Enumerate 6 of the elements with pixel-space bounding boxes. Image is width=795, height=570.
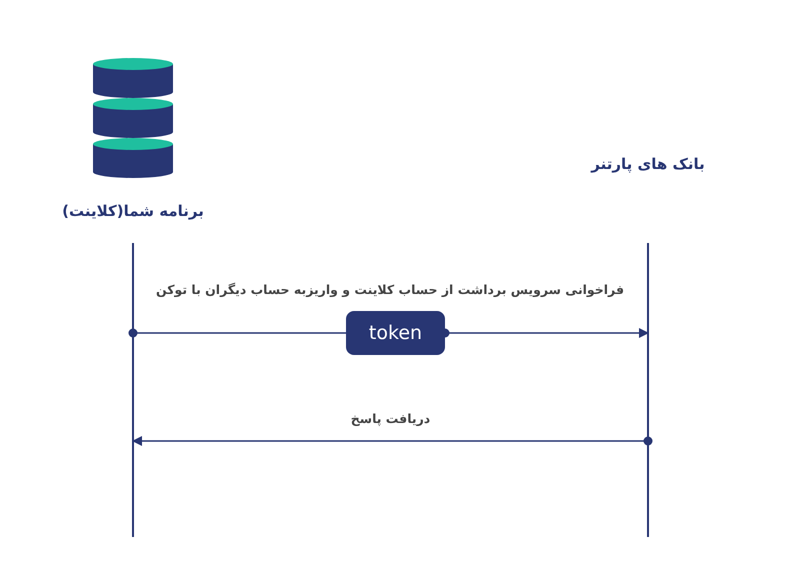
participant-name: برنامه شما(کلاینت) bbox=[61, 202, 205, 220]
participant-name: بانک های پارتنر bbox=[590, 155, 706, 173]
message-label: دریافت پاسخ bbox=[350, 411, 432, 426]
message-label: فراخوانی سرویس برداشت از حساب کلاینت و واریزبه حساب دیگران با توکن bbox=[154, 282, 626, 297]
token-box: token bbox=[346, 311, 445, 355]
message-arrow bbox=[132, 436, 652, 446]
